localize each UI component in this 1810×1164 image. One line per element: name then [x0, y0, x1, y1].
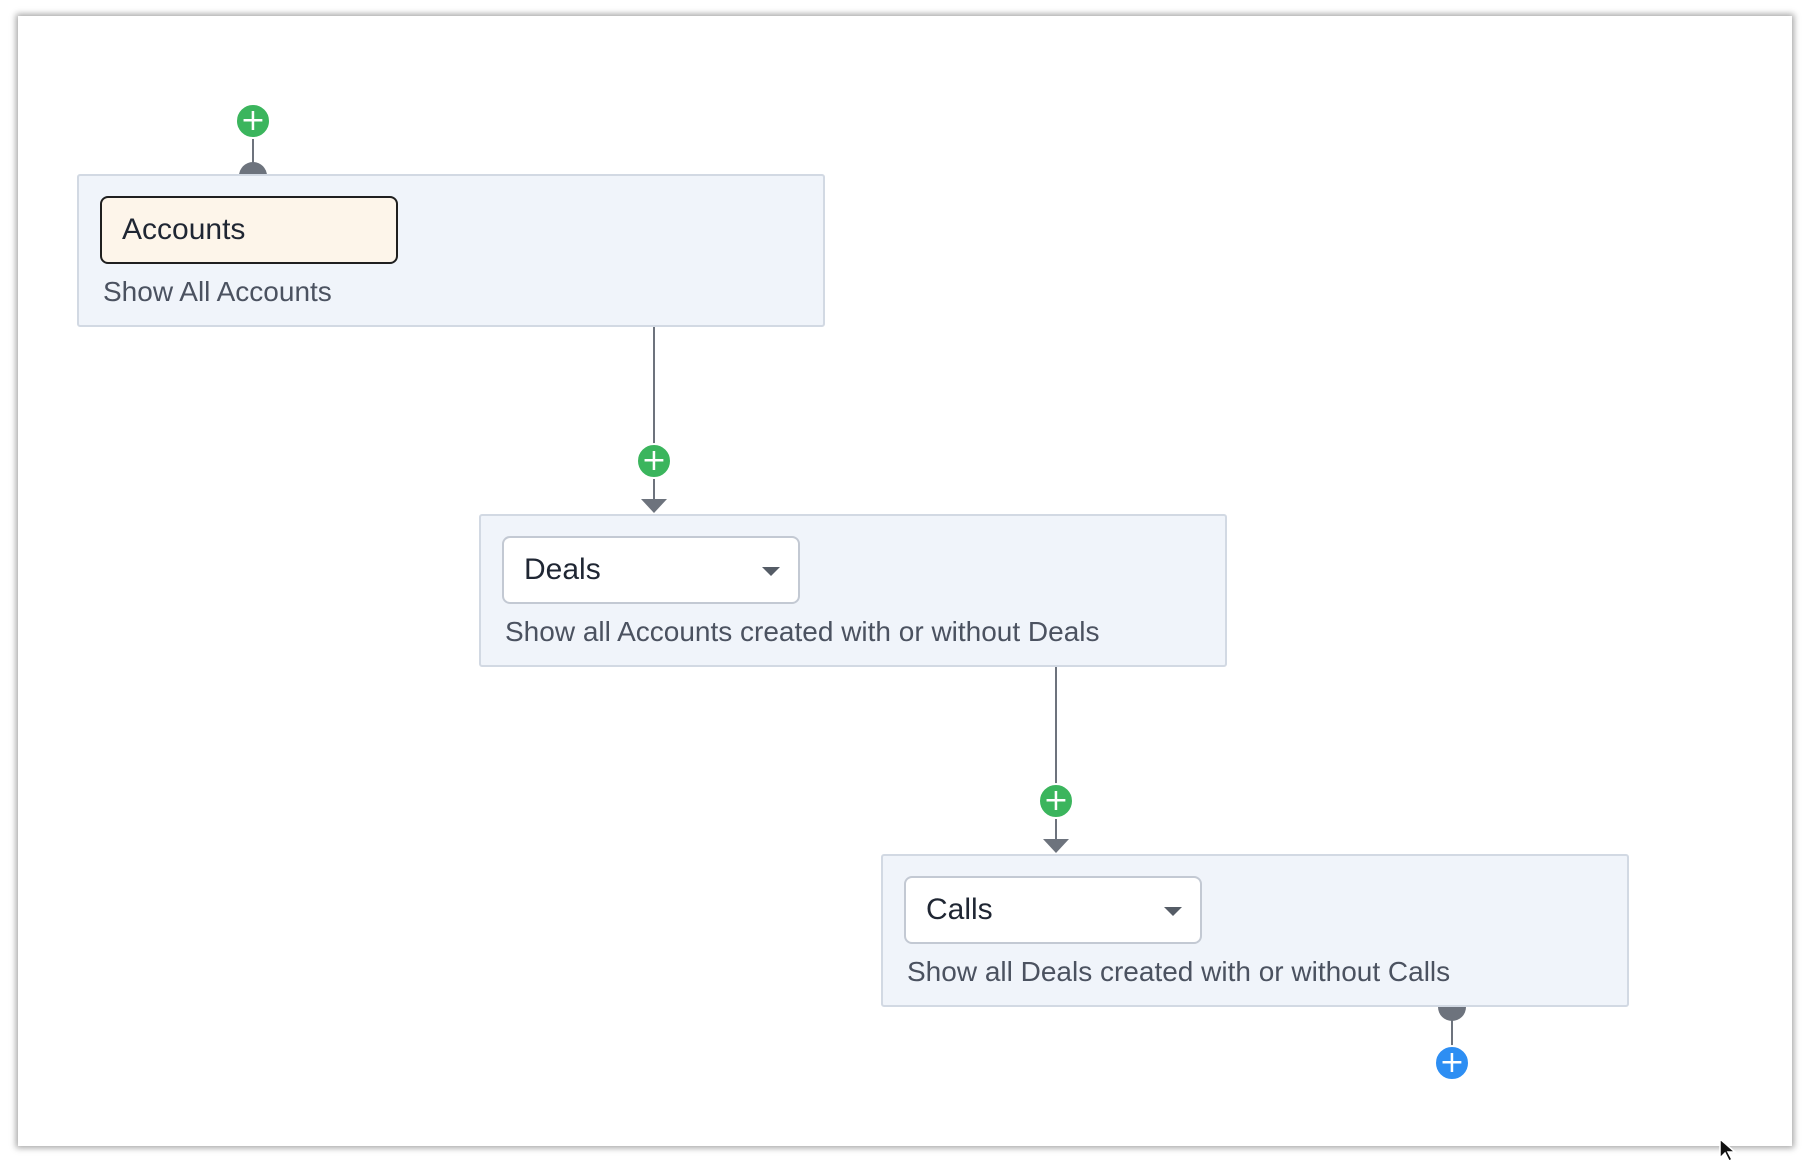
connector-handle	[239, 162, 267, 176]
module-name: Accounts	[122, 213, 246, 246]
connector-line	[1055, 819, 1057, 839]
connector-handle	[1438, 1007, 1466, 1021]
chevron-down-icon	[1164, 907, 1182, 916]
connector-line	[653, 327, 655, 447]
arrow-down-icon	[641, 499, 667, 513]
node-description: Show all Deals created with or without C…	[907, 956, 1451, 987]
connector-line	[653, 479, 655, 499]
plus-icon: +	[641, 443, 667, 478]
node-accounts: Accounts Show All Accounts	[77, 174, 825, 327]
plus-icon: +	[240, 103, 266, 138]
add-node-between-accounts-deals-button[interactable]: +	[636, 443, 672, 479]
add-node-below-calls-button[interactable]: +	[1434, 1045, 1470, 1081]
node-description: Show All Accounts	[103, 276, 332, 307]
plus-icon: +	[1043, 783, 1069, 818]
arrow-down-icon	[1043, 839, 1069, 853]
connector-line	[1451, 1018, 1453, 1048]
plus-icon: +	[1439, 1045, 1465, 1080]
module-name: Calls	[926, 893, 993, 926]
add-node-above-accounts-button[interactable]: +	[235, 103, 271, 139]
connector-line	[1055, 667, 1057, 787]
node-deals: Deals Show all Accounts created with or …	[479, 514, 1227, 667]
chevron-down-icon	[762, 567, 780, 576]
add-node-between-deals-calls-button[interactable]: +	[1038, 783, 1074, 819]
connector-line	[252, 139, 254, 163]
module-name: Deals	[524, 553, 601, 586]
mouse-cursor-icon	[1719, 1138, 1738, 1162]
module-label-accounts: Accounts	[100, 196, 398, 264]
module-select-deals[interactable]: Deals	[502, 536, 800, 604]
module-select-calls[interactable]: Calls	[904, 876, 1202, 944]
node-description: Show all Accounts created with or withou…	[505, 616, 1100, 647]
node-calls: Calls Show all Deals created with or wit…	[881, 854, 1629, 1007]
